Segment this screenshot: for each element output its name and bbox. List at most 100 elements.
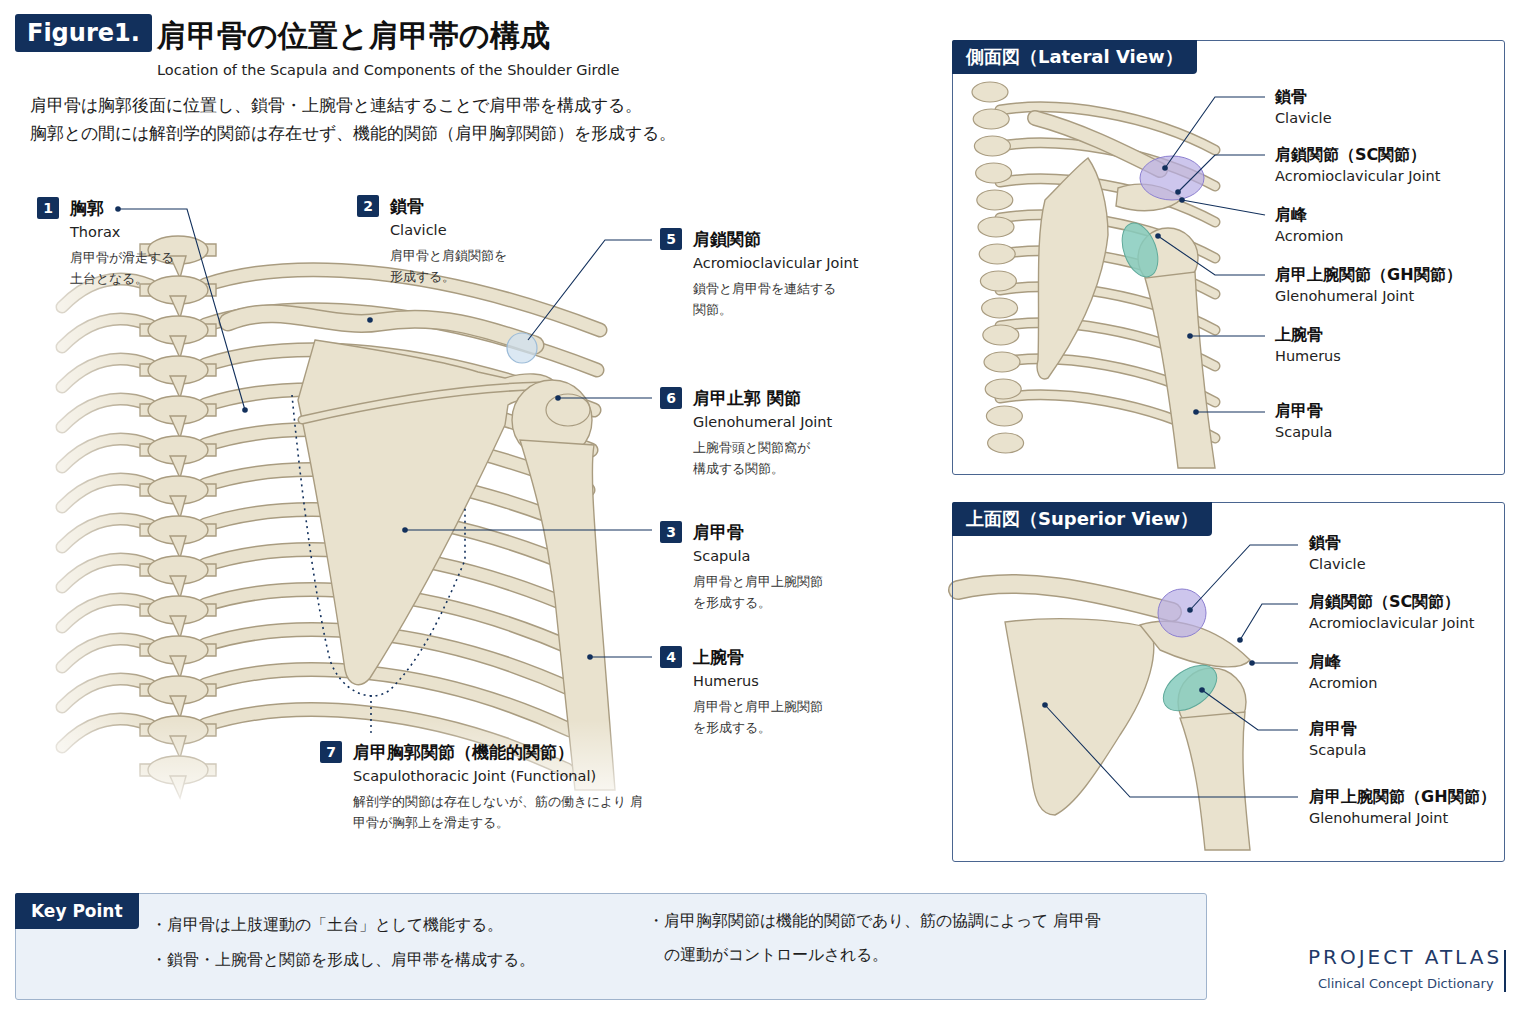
clavicle-outline [228, 314, 535, 345]
leader-dot [1199, 687, 1205, 693]
part-name-ja: 肩甲上腕関節（GH関節） [1309, 787, 1496, 808]
callout: 3肩甲骨Scapula肩甲骨と肩甲上腕関節 を形成する。 [660, 521, 838, 613]
leader-dot [1187, 607, 1193, 613]
clavicle-outline [1035, 118, 1160, 170]
callout-number: 1 [37, 197, 59, 219]
superior-illustration [958, 545, 1298, 850]
part-name-en: Acromioclavicular Joint [1309, 615, 1474, 631]
part-name-ja: 鎖骨 [390, 195, 520, 217]
leader-line [405, 529, 652, 530]
spinous-process [170, 616, 186, 638]
keypoint-box: ・肩甲骨は上肢運動の「土台」として機能する。・鎖骨・上腕骨と関節を形成し、肩甲帯… [15, 893, 1207, 1000]
vertebra [976, 163, 1012, 183]
callout: 7肩甲胸郭関節（機能的関節）Scapulothoracic Joint (Fun… [320, 741, 653, 833]
callout: 6肩甲止郭 関節Glenohumeral Joint上腕骨頭と関節窩が 構成する… [660, 387, 832, 479]
leader-line [1182, 200, 1265, 215]
leader-line [1165, 97, 1265, 168]
part-name-en: Acromioclavicular Joint [1275, 168, 1440, 184]
part-name-ja: 鎖骨 [1275, 87, 1307, 108]
vertebra [974, 136, 1010, 156]
part-name-ja: 肩甲止郭 関節 [693, 387, 832, 409]
part-name-en: Glenohumeral Joint [1275, 288, 1414, 304]
leader-line [1240, 604, 1298, 640]
callout-text: 胸郭Thorax肩甲骨が滑走する 土台となる。 [70, 197, 190, 289]
part-name-en: Humerus [693, 671, 838, 691]
part-description: 鎖骨と肩甲骨を連結する 関節。 [693, 278, 853, 320]
part-name-en: Scapula [693, 546, 838, 566]
callout-text: 鎖骨Clavicle肩甲骨と肩鎖関節を 形成する。 [390, 195, 520, 287]
subtitle: Location of the Scapula and Components o… [157, 62, 619, 78]
brand-bar [1504, 950, 1506, 992]
callout-text: 肩甲胸郭関節（機能的関節） Scapulothoracic Joint (Func… [353, 741, 653, 833]
leader-line [1190, 545, 1298, 610]
part-name-en: Glenohumeral Joint [1309, 810, 1448, 826]
leader-dot [115, 206, 121, 212]
part-name-ja: 肩甲上腕関節（GH関節） [1275, 265, 1462, 286]
intro-text: 胸郭との間には解剖学的関節は存在せず、機能的関節（肩甲胸郭関節）を形成する。 [30, 122, 676, 145]
vertebra [972, 82, 1008, 102]
leader-line [528, 240, 652, 340]
spinous-process [170, 536, 186, 558]
leader-dot [1175, 189, 1181, 195]
panel-tab: 側面図（Lateral View） [952, 40, 1197, 74]
brand-name: PROJECT ATLAS [1308, 945, 1502, 969]
clavicle [228, 314, 535, 345]
part-name-en: Humerus [1275, 348, 1341, 364]
vertebra [980, 271, 1016, 291]
callout: 2 鎖骨Clavicle肩甲骨と肩鎖関節を 形成する。 [357, 195, 520, 287]
vertebra [978, 217, 1014, 237]
view-panel: 鎖骨Clavicle肩鎖関節（SC関節）Acromioclavicular Jo… [952, 40, 1505, 475]
vertebra [973, 109, 1009, 129]
gh-joint-highlight [1115, 218, 1164, 282]
callout-number: 2 [357, 195, 379, 217]
leader-dot [367, 317, 373, 323]
part-name-en: Scapulothoracic Joint (Functional) [353, 766, 653, 786]
humerus [1145, 272, 1215, 468]
part-name-en: Scapula [1275, 424, 1332, 440]
part-name-ja: 鎖骨 [1309, 533, 1341, 554]
part-description: 肩甲骨と肩鎖関節を 形成する。 [390, 245, 520, 287]
leader-line [1196, 411, 1265, 412]
spinous-process [170, 376, 186, 398]
part-name-ja: 肩甲胸郭関節（機能的関節） [353, 741, 653, 763]
leader-dot [1042, 702, 1048, 708]
leader-dot [587, 654, 593, 660]
part-name-ja: 上腕骨 [1275, 325, 1323, 346]
leader-dot [1162, 165, 1168, 171]
greater-tubercle [546, 394, 590, 426]
callout-text: 上腕骨Humerus肩甲骨と肩甲上腕関節 を形成する。 [693, 646, 838, 738]
callout: 5 肩鎖関節 Acromioclavicular Joint 鎖骨と肩甲骨を連結する … [660, 228, 858, 320]
spinous-process [170, 336, 186, 358]
spinous-process [170, 656, 186, 678]
part-name-ja: 肩鎖関節 [693, 228, 858, 250]
leader-dot [1187, 333, 1193, 339]
scapular-spine [302, 386, 538, 420]
callout-number: 5 [660, 228, 682, 250]
leader-line [1190, 335, 1265, 336]
keypoint-bullet: ・肩甲骨は上肢運動の「土台」として機能する。 [151, 914, 503, 936]
leader-dot [402, 527, 408, 533]
ac-joint-highlight [1158, 589, 1206, 637]
gh-joint-highlight [1155, 656, 1225, 720]
leader-dot [555, 395, 561, 401]
part-name-ja: 肩峰 [1309, 652, 1341, 673]
part-name-ja: 肩甲骨 [693, 521, 838, 543]
spinous-process [170, 456, 186, 478]
spinous-process [170, 496, 186, 518]
humerus [1180, 712, 1250, 850]
callout: 4 上腕骨Humerus肩甲骨と肩甲上腕関節 を形成する。 [660, 646, 838, 738]
vertebra [979, 244, 1015, 264]
callout-number: 4 [660, 646, 682, 668]
leader-line [1045, 705, 1298, 797]
callout-number: 6 [660, 387, 682, 409]
ac-joint-highlight [507, 333, 537, 363]
vertebra [977, 190, 1013, 210]
part-name-en: Acromioclavicular Joint [693, 253, 858, 273]
part-name-ja: 肩甲骨 [1309, 719, 1357, 740]
part-description: 肩甲骨と肩甲上腕関節 を形成する。 [693, 571, 838, 613]
part-name-ja: 肩鎖関節（SC関節） [1275, 145, 1426, 166]
spinous-process [170, 416, 186, 438]
vertebra [985, 379, 1021, 399]
clavicle [958, 584, 1172, 612]
callout: 1 胸郭Thorax肩甲骨が滑走する 土台となる。 [37, 197, 190, 289]
